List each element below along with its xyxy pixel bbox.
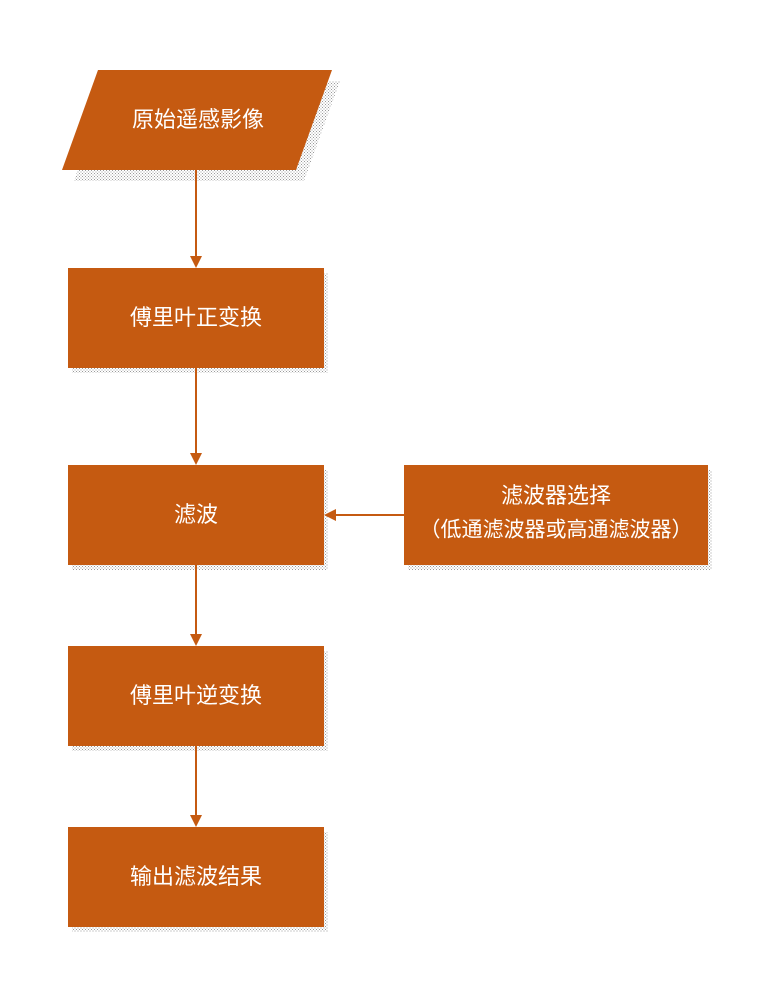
node-input: 原始遥感影像 bbox=[62, 70, 332, 170]
edges bbox=[190, 170, 404, 827]
node-ifft-label: 傅里叶逆变换 bbox=[130, 684, 262, 709]
node-filter-label: 滤波 bbox=[174, 503, 218, 528]
node-input-label: 原始遥感影像 bbox=[132, 108, 264, 133]
node-ifft: 傅里叶逆变换 bbox=[68, 646, 324, 746]
node-output-shape bbox=[68, 827, 324, 927]
node-filter: 滤波 bbox=[68, 465, 324, 565]
node-ifft-shape bbox=[68, 646, 324, 746]
node-fft-label: 傅里叶正变换 bbox=[130, 306, 262, 331]
node-output-label: 输出滤波结果 bbox=[130, 865, 262, 890]
node-output: 输出滤波结果 bbox=[68, 827, 324, 927]
node-fft-shape bbox=[68, 268, 324, 368]
node-filter-shape bbox=[68, 465, 324, 565]
node-fft: 傅里叶正变换 bbox=[68, 268, 324, 368]
node-filter-select-line1: 滤波器选择 bbox=[501, 484, 611, 509]
node-filter-select: 滤波器选择 （低通滤波器或高通滤波器） bbox=[404, 465, 708, 565]
node-filter-select-line2: （低通滤波器或高通滤波器） bbox=[420, 518, 693, 542]
node-filter-select-shape bbox=[404, 465, 708, 565]
node-input-shape bbox=[62, 70, 332, 170]
